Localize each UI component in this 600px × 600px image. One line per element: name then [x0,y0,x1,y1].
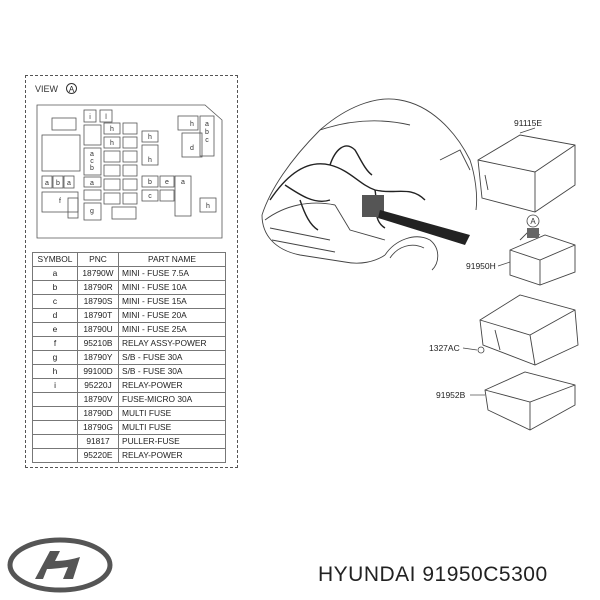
hyundai-logo-icon [7,537,113,593]
fuse-cell [141,189,159,202]
cell-label: a [67,180,71,187]
fuse-cell [111,206,137,220]
cell-label: a [90,151,94,158]
fuse-cell [83,189,102,201]
view-a-marker [526,214,540,228]
callout-lower-case: 91952B [436,390,466,400]
fuse-cell [103,150,121,163]
fuse-cell [83,176,102,188]
cell-label: i [89,114,91,121]
cell-label: b [148,179,152,186]
fuse-cell [159,175,175,188]
relay-block-detail [527,228,539,238]
cell-label: a [45,180,49,187]
cell-label: a [205,121,209,128]
fuse-cell [174,175,192,217]
fuse-cell [199,115,215,157]
fuse-cell [122,150,138,163]
cell-label: l [105,114,107,121]
fuse-cell [122,122,138,135]
cell-label: a [181,179,185,186]
part-number-text: HYUNDAI 91950C5300 [318,563,548,586]
cell-label: a [90,180,94,187]
view-a-letter: A [530,217,536,226]
leader-line [519,127,536,134]
vehicle-drawing [261,98,478,271]
cell-label: d [190,145,194,152]
fuse-cell [63,175,75,189]
relay-block-drawing [509,229,576,286]
fuse-box-in-vehicle [362,195,384,217]
fuse-box-outline [36,104,223,239]
fuse-cell [141,175,159,188]
cell-label: b [90,165,94,172]
fuse-cell [122,178,138,191]
cell-label: f [59,198,61,205]
cell-label: c [205,137,209,144]
fuse-cell [67,197,79,219]
fuse-cell [141,144,159,166]
fuse-cell [83,147,102,176]
lower-case-drawing [484,371,576,431]
cell-label: g [90,208,94,215]
view-panel [25,75,238,468]
cell-part-name: RELAY-POWER [118,448,226,463]
table-header-row: SYMBOL PNC PART NAME [32,252,226,267]
fuse-cell [103,164,121,177]
cell-label: h [206,203,210,210]
fuse-cell [103,136,121,149]
callout-fuse-relay-box: 91950H [466,261,496,271]
fuse-cell [103,178,121,191]
fuse-cell [181,132,203,158]
fuse-cell [122,192,138,205]
cell-label: h [148,157,152,164]
fuse-cell [141,130,159,143]
cell-label: h [110,126,114,133]
fuse-cell [99,109,113,123]
fuse-cell [199,197,217,213]
fuse-cell [103,192,121,205]
fuse-cell [41,134,81,172]
fuse-cell [122,164,138,177]
view-marker: A [66,83,77,94]
fuse-cell [41,175,53,189]
nut-drawing [477,346,485,354]
cell-label: h [110,140,114,147]
cell-label: e [165,179,169,186]
view-label: VIEW [35,84,59,94]
fuse-cell [83,202,102,221]
fuse-cell [52,175,64,189]
leader-line [497,261,511,267]
cell-label: b [56,180,60,187]
leader-arrow [378,210,470,245]
fuse-cell [83,124,102,146]
cell-label: c [90,158,94,165]
fuse-cell [51,117,77,131]
fuse-cell [177,115,199,131]
cell-label: b [205,129,209,136]
fuse-cell [83,109,97,123]
callout-cover: 91115E [514,118,543,128]
fuse-cell [122,136,138,149]
cell-label: c [148,193,152,200]
callout-nut: 1327AC [429,343,460,353]
fuse-cell [159,189,175,202]
case-drawing [479,294,579,366]
cell-label: h [190,121,194,128]
cover-drawing [477,134,576,213]
leader-line [462,347,478,351]
fuse-cell [103,122,121,135]
cell-label: h [148,134,152,141]
